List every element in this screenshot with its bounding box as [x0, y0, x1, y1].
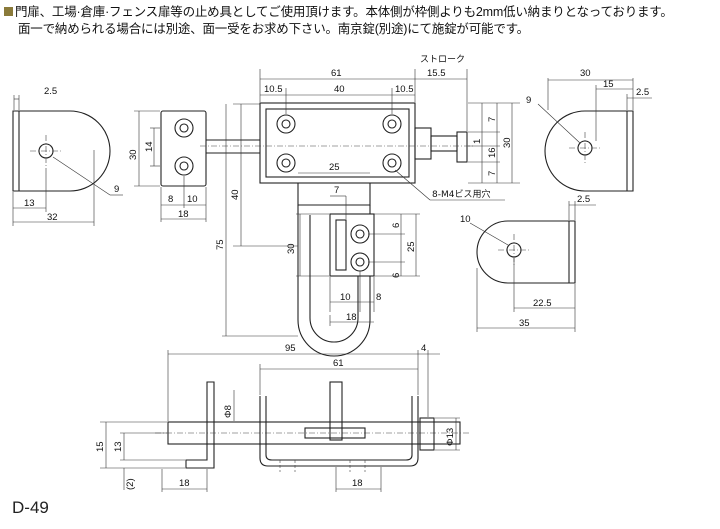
dim-left-9: 9 — [114, 184, 119, 195]
side-view: 95 4 61 Φ8 Φ13 15 13 (2) 18 18 — [95, 343, 470, 492]
square-bullet-icon — [4, 7, 13, 16]
dim-left-32: 32 — [47, 212, 58, 223]
dim-rb-15: 15 — [603, 79, 614, 90]
stroke-label: ストローク — [420, 54, 465, 65]
side-knob — [419, 417, 435, 451]
dim-rb-30: 30 — [580, 68, 591, 79]
right-bracket-view: 30 15 2.5 9 — [526, 68, 652, 192]
dim-side-95: 95 — [285, 343, 296, 354]
keeper-front-view: 30 14 8 10 18 — [128, 110, 207, 222]
dim-keeper-14: 14 — [144, 141, 155, 152]
product-code: D-49 — [12, 498, 49, 517]
dim-handle-7: 7 — [334, 185, 339, 196]
dim-side-61: 61 — [333, 358, 344, 369]
side-handle — [329, 381, 343, 441]
dim-side-phi8: Φ8 — [223, 405, 234, 418]
dim-keeper-8: 8 — [168, 194, 173, 205]
dim-side-15: 15 — [95, 441, 106, 452]
keeper-plate — [160, 110, 207, 187]
left-bracket-outline — [12, 110, 111, 192]
dim-keeper-10: 10 — [187, 194, 198, 205]
dim-right-1: 1 — [472, 139, 483, 144]
dim-rb-2-5: 2.5 — [636, 87, 649, 98]
dim-keeper-30: 30 — [128, 149, 139, 160]
description-line-1: 門扉、工場·倉庫·フェンス扉等の止め具としてご使用頂けます。本体側が枠側よりも2… — [4, 1, 673, 20]
dim-top-25: 25 — [329, 162, 340, 173]
dim-side-2: (2) — [125, 478, 136, 490]
dim-rb2-22-5: 22.5 — [533, 298, 552, 309]
dim-keeper-18: 18 — [178, 209, 189, 220]
dim-right-30: 30 — [502, 137, 513, 148]
dim-side-18a: 18 — [179, 478, 190, 489]
dim-right-16: 16 — [487, 147, 498, 158]
dim-side-13: 13 — [113, 441, 124, 452]
dim-right-7b: 7 — [487, 171, 498, 176]
dim-left-13: 13 — [24, 198, 35, 209]
dim-handle-25: 25 — [406, 241, 417, 252]
dim-top-40: 40 — [334, 84, 345, 95]
right-bracket2-view: 2.5 10 22.5 35 — [460, 194, 596, 332]
dim-right-7a: 7 — [487, 117, 498, 122]
left-bracket-view: 2.5 9 13 32 — [12, 86, 123, 226]
right-bracket2-outline — [476, 220, 576, 284]
dim-stroke-15-5: 15.5 — [427, 68, 446, 79]
dim-side-4: 4 — [421, 343, 426, 354]
dim-handle-30: 30 — [286, 243, 297, 254]
dim-rb-9: 9 — [526, 95, 531, 106]
dim-top-10-5b: 10.5 — [395, 84, 414, 95]
dim-rb2-35: 35 — [519, 318, 530, 329]
description-line-2: 面一で納められる場合には別途、面一受をお求め下さい。南京錠(別途)にて施錠が可能… — [18, 22, 529, 36]
dim-handle-18: 18 — [346, 312, 357, 323]
dim-handle-75: 75 — [215, 239, 226, 250]
side-body-frame — [259, 396, 419, 467]
dim-rb2-2-5: 2.5 — [577, 194, 590, 205]
dim-top-61: 61 — [331, 68, 342, 79]
dim-rb2-10: 10 — [460, 214, 471, 225]
main-body-top-view: 61 10.5 40 10.5 ストローク 15.5 25 8-M4ビス用穴 7… — [200, 54, 520, 206]
side-keeper-bracket — [185, 381, 215, 469]
handle-view: 40 75 30 7 6 6 25 10 8 18 — [215, 103, 420, 357]
dim-side-18b: 18 — [352, 478, 363, 489]
handle-outline — [297, 205, 371, 357]
right-bracket-outline — [544, 110, 634, 192]
dim-handle-10: 10 — [340, 292, 351, 303]
screw-holes-label: 8-M4ビス用穴 — [432, 188, 490, 200]
dim-handle-40: 40 — [230, 189, 241, 200]
dim-handle-6a: 6 — [391, 223, 402, 228]
handle-base — [297, 183, 371, 206]
dim-side-phi13: Φ13 — [445, 428, 456, 446]
dim-handle-6b: 6 — [391, 273, 402, 278]
dim-left-2-5: 2.5 — [44, 86, 57, 97]
dim-handle-8: 8 — [376, 292, 381, 303]
dim-top-10-5a: 10.5 — [264, 84, 283, 95]
